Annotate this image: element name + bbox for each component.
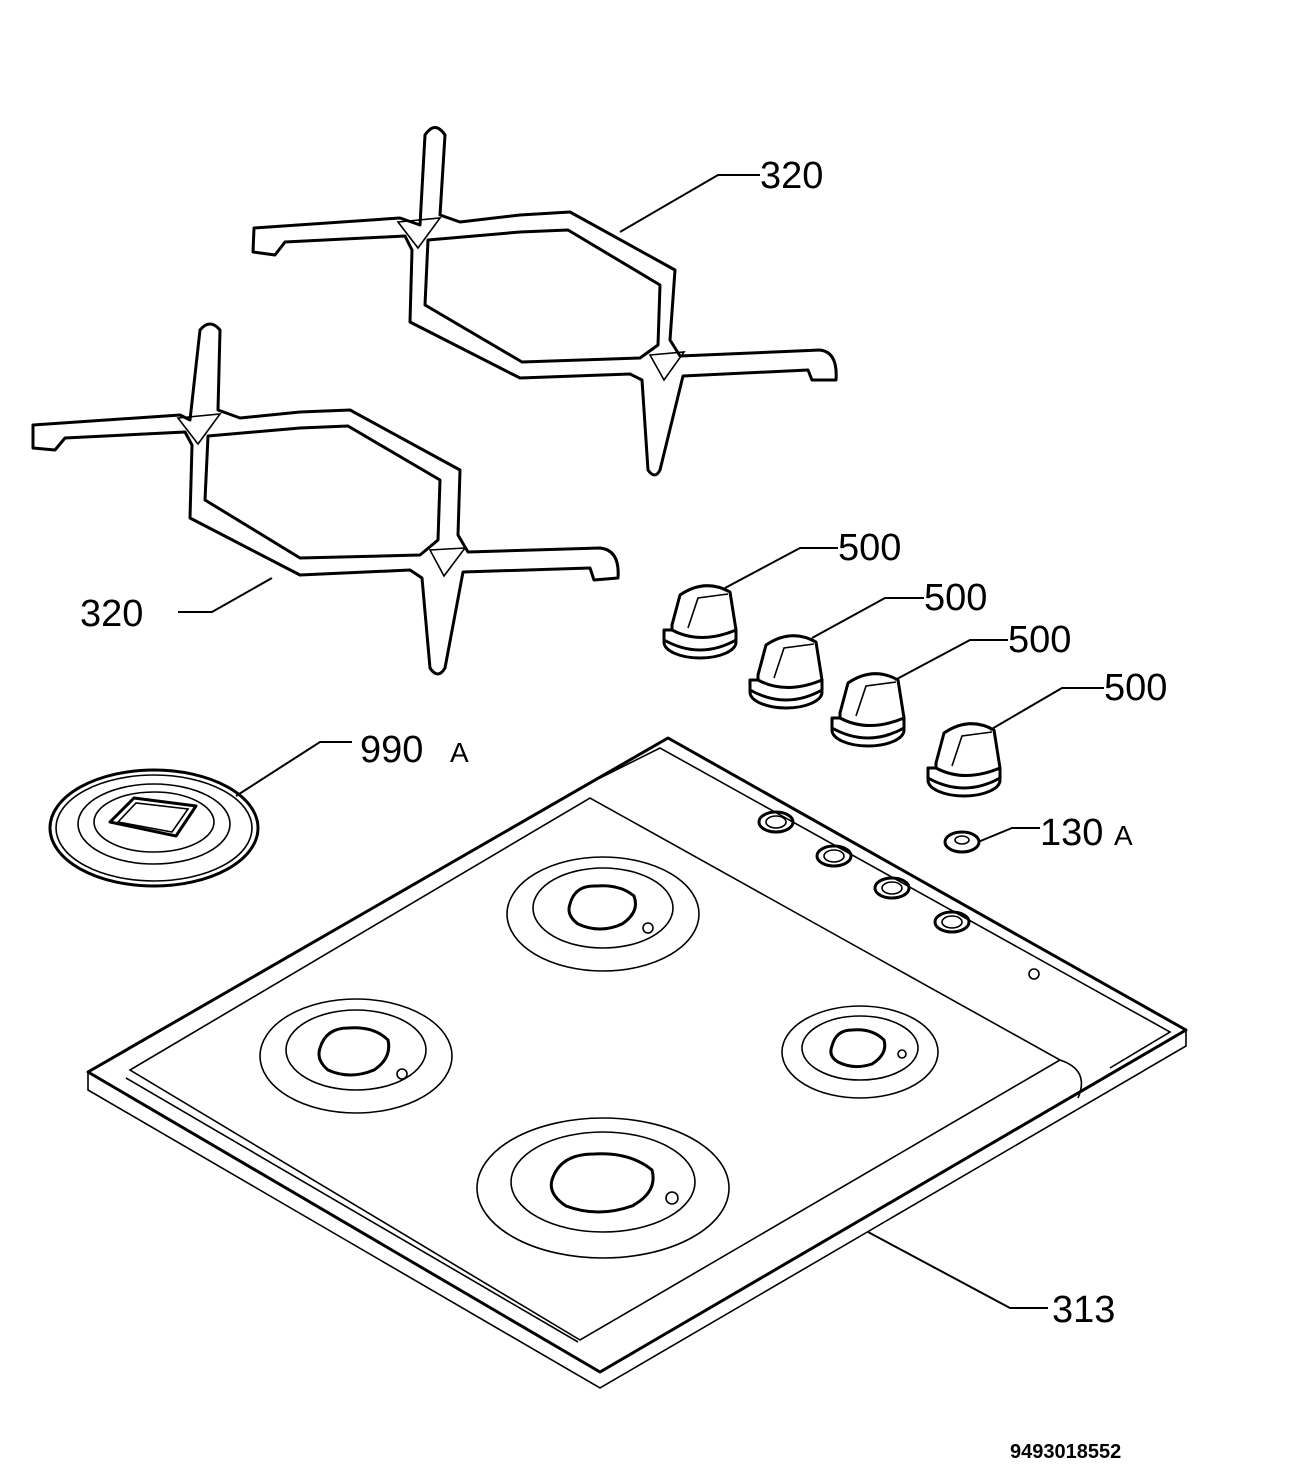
knob-holes (757, 810, 1040, 980)
label-500-knob-3: 500 (1008, 619, 1071, 661)
label-320-upper: 320 (760, 155, 823, 197)
label-500-knob-4: 500 (1104, 667, 1167, 709)
label-990-number: 990 (360, 729, 423, 771)
label-130-suffix: A (1114, 820, 1133, 851)
burner-right (781, 1005, 939, 1099)
burner-front (476, 1117, 730, 1259)
label-313-hob-top: 313 (1052, 1289, 1115, 1331)
burner-left (259, 998, 453, 1114)
document-number: 9493018552 (1010, 1441, 1121, 1463)
control-knob-2 (748, 634, 824, 710)
label-320-lower: 320 (80, 593, 143, 635)
pan-support-lower (31, 322, 620, 676)
control-knob-3 (830, 672, 906, 748)
label-990-suffix: A (450, 737, 469, 768)
hob-top (86, 736, 1188, 1389)
control-knob-1 (662, 584, 738, 660)
label-500-knob-2: 500 (924, 577, 987, 619)
pan-support-upper (251, 126, 838, 477)
burner-rear (506, 856, 700, 972)
washer (943, 830, 981, 854)
label-500-knob-1: 500 (838, 527, 901, 569)
control-knob-4 (926, 722, 1002, 798)
burner-cover (48, 768, 260, 888)
label-130-number: 130 (1040, 812, 1103, 854)
